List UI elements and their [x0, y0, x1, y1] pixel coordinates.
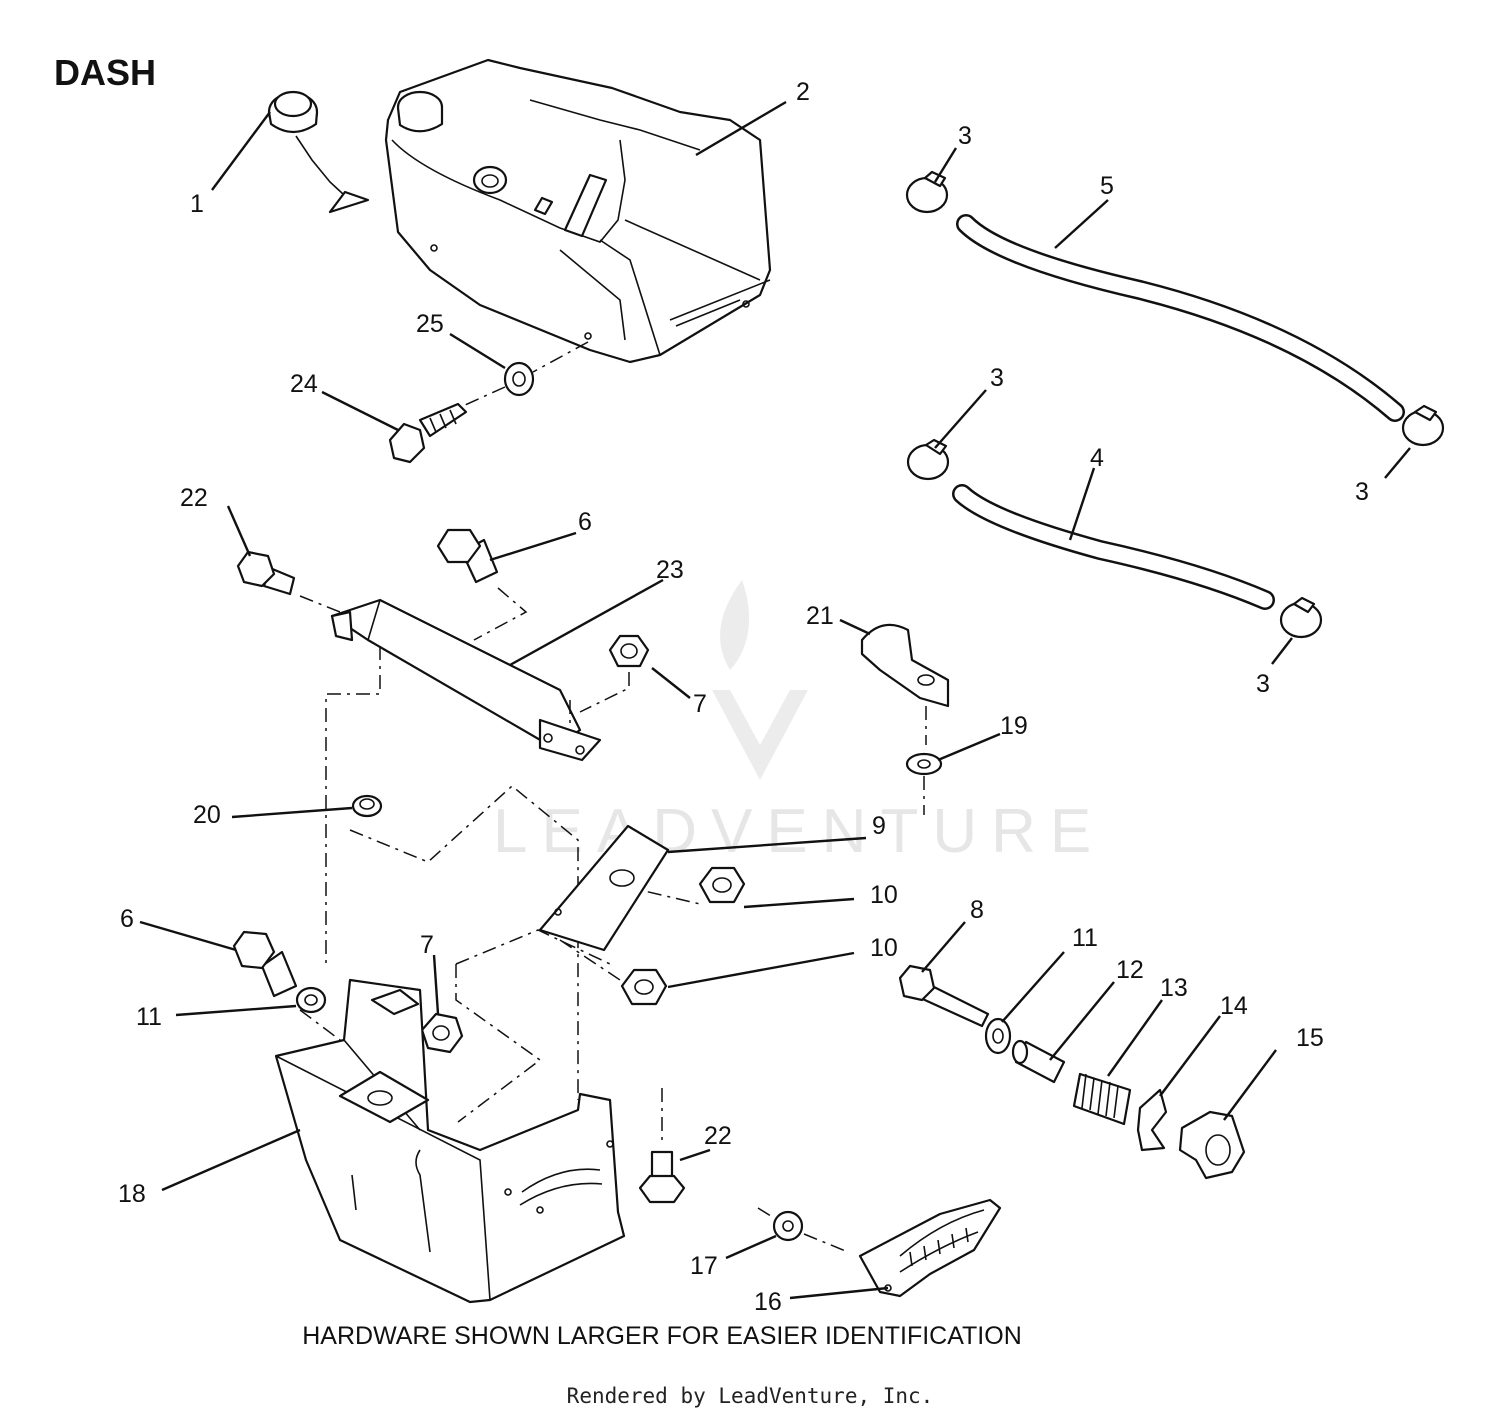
callout-10: 10	[870, 881, 898, 909]
bolt-part-6	[232, 930, 298, 998]
callout-14: 14	[1220, 992, 1248, 1020]
callout-1: 1	[190, 190, 204, 218]
bolt-part-6	[436, 528, 499, 584]
callout-9: 9	[872, 812, 886, 840]
callout-16: 16	[754, 1288, 782, 1316]
bracket-part-15	[1178, 1110, 1246, 1180]
clamp-bracket-part-21	[860, 623, 950, 708]
hose-clamp-part	[1401, 404, 1445, 447]
washer-part-19	[905, 752, 943, 776]
hose-clamp-part	[905, 170, 949, 214]
dash-housing-part	[384, 58, 772, 364]
spacer-part-12	[1011, 1039, 1066, 1084]
callout-6: 6	[120, 905, 134, 933]
callout-5: 5	[1100, 172, 1114, 200]
callout-22: 22	[704, 1122, 732, 1150]
callout-7: 7	[420, 931, 434, 959]
callout-2: 2	[796, 78, 810, 106]
bolt-part-22	[236, 550, 296, 596]
hose-clamp-part	[906, 438, 950, 481]
callout-19: 19	[1000, 712, 1028, 740]
nut-part-7	[420, 1012, 464, 1054]
nut-part-7	[608, 634, 650, 668]
callout-11: 11	[136, 1003, 162, 1031]
callout-20: 20	[193, 801, 221, 829]
hose-clamp-part	[1279, 596, 1323, 639]
washer-part-11	[295, 986, 327, 1014]
bracket-part-23	[330, 598, 602, 762]
fuel-hose-part-4	[952, 484, 1275, 610]
callout-7: 7	[693, 690, 707, 718]
callout-6: 6	[578, 508, 592, 536]
callout-25: 25	[416, 310, 444, 338]
nut-part-10	[698, 866, 746, 904]
callout-15: 15	[1296, 1024, 1324, 1052]
callout-8: 8	[970, 896, 984, 924]
bolt-part-22	[638, 1150, 686, 1204]
fuel-cap-part	[267, 90, 370, 214]
callout-18: 18	[118, 1180, 146, 1208]
nut-part-10	[620, 968, 668, 1006]
spring-part-13	[1072, 1072, 1132, 1126]
callout-21: 21	[806, 602, 834, 630]
dash-panel-part-18	[274, 978, 626, 1304]
callout-4: 4	[1090, 444, 1104, 472]
clip-part-14	[1136, 1088, 1168, 1152]
grommet-part-20	[351, 794, 383, 818]
callout-10: 10	[870, 934, 898, 962]
diagram-title: DASH	[54, 52, 156, 93]
callout-3: 3	[1355, 478, 1369, 506]
callout-23: 23	[656, 556, 684, 584]
washer-part-11	[984, 1017, 1012, 1055]
bushing-part-17	[772, 1210, 804, 1242]
callout-11: 11	[1072, 924, 1098, 952]
hardware-note: HARDWARE SHOWN LARGER FOR EASIER IDENTIF…	[302, 1322, 1022, 1350]
watermark: LEADVENTURE	[493, 580, 1105, 866]
watermark-text: LEADVENTURE	[493, 797, 1105, 866]
callout-13: 13	[1160, 974, 1188, 1002]
fuel-hose-part-5	[956, 214, 1405, 422]
callout-3: 3	[990, 364, 1004, 392]
callout-24: 24	[290, 370, 318, 398]
callout-22: 22	[180, 484, 208, 512]
callout-12: 12	[1116, 956, 1144, 984]
callout-3: 3	[958, 122, 972, 150]
washer-part-25	[503, 361, 535, 397]
bolt-part-8	[898, 964, 990, 1028]
credit-line: Rendered by LeadVenture, Inc.	[567, 1384, 934, 1408]
screw-part-24	[388, 402, 468, 464]
callout-3: 3	[1256, 670, 1270, 698]
callout-17: 17	[690, 1252, 718, 1280]
quadrant-part-16	[858, 1198, 1002, 1298]
plate-part-9	[538, 824, 670, 952]
